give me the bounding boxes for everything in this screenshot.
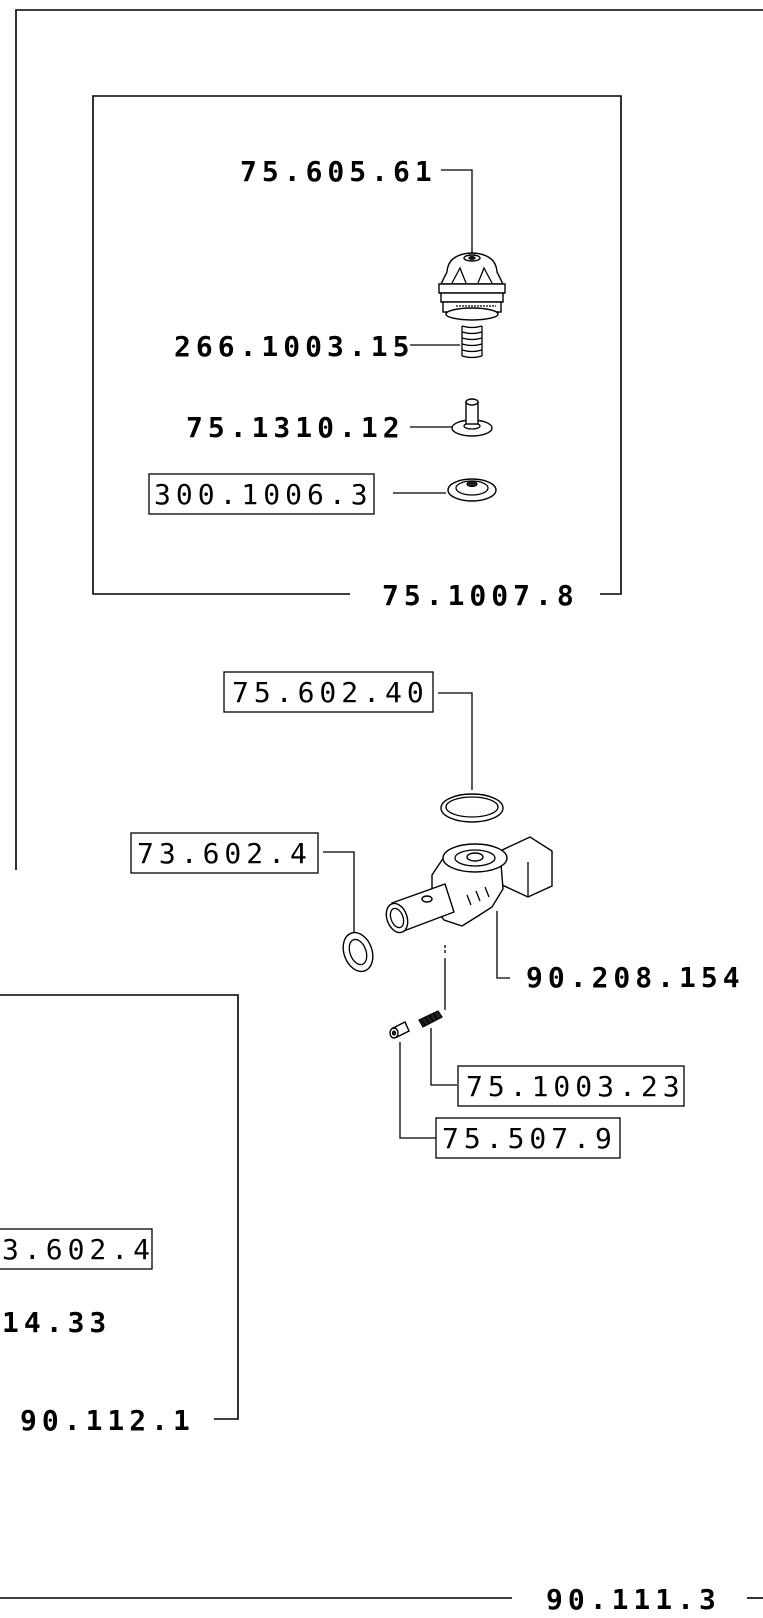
spring-small-part: [418, 945, 457, 1086]
screw-box: [435, 1117, 621, 1159]
spring-top-part: [410, 325, 483, 359]
oring-large-box: [223, 671, 434, 713]
label-group-bottom: 90.111.3: [546, 1583, 721, 1616]
label-spring-top: 266.1003.15: [174, 330, 414, 363]
group-frame-top: [92, 95, 622, 595]
spring-small-box: [457, 1065, 685, 1107]
valve-pin-part: [410, 398, 493, 437]
label-valve-pin: 75.1310.12: [186, 411, 405, 444]
label-body: 90.208.154: [526, 961, 745, 994]
label-cap: 75.605.61: [240, 155, 437, 188]
label-group-mid: 90.112.1: [20, 1404, 195, 1437]
label-seal-disc: 300.1006.3: [154, 478, 373, 511]
label-partial-code: 14.33: [2, 1306, 111, 1339]
oring-large-part: [438, 692, 504, 823]
oring-small-part: [323, 851, 374, 973]
cap-part: [438, 169, 506, 321]
seal-disc-box: [148, 473, 375, 515]
outer-frame: [15, 9, 763, 870]
valve-body-part: [385, 836, 553, 979]
label-oring-large: 75.602.40: [232, 676, 429, 709]
label-oring-partial: 3.602.4: [2, 1233, 155, 1266]
screw-part: [389, 1021, 436, 1139]
label-oring-small: 73.602.4: [137, 837, 312, 870]
label-group-top: 75.1007.8: [382, 579, 579, 612]
oring-small-box: [130, 832, 319, 874]
label-screw: 75.507.9: [442, 1122, 617, 1155]
label-spring-small: 75.1003.23: [466, 1070, 685, 1103]
group-frame-mid: [0, 994, 239, 1420]
seal-disc-part: [393, 478, 497, 502]
oring-partial-box: [0, 1228, 153, 1270]
